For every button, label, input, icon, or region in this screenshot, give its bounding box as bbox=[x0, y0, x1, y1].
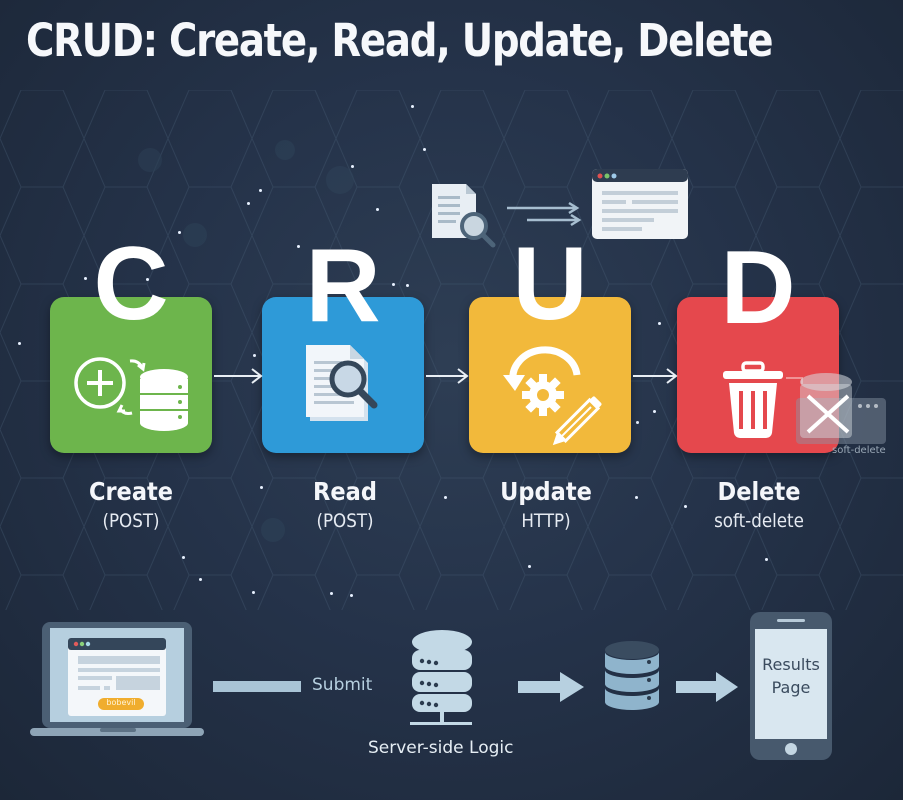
phone-results-label: Results Page bbox=[750, 653, 832, 699]
star-dot bbox=[260, 486, 263, 489]
server-icon bbox=[410, 630, 472, 725]
letter-u: U bbox=[512, 226, 588, 342]
letter-r: R bbox=[305, 228, 381, 344]
star-dot bbox=[411, 105, 414, 108]
document-search-icon bbox=[432, 184, 496, 248]
transfer-arrows-icon bbox=[507, 201, 582, 227]
submit-label: Submit bbox=[312, 675, 373, 695]
arrow-right-icon bbox=[214, 368, 263, 384]
star-dot bbox=[423, 148, 426, 151]
read-label: Read bbox=[313, 477, 377, 506]
database-x-icon bbox=[786, 373, 886, 444]
delete-label: Delete bbox=[717, 477, 801, 506]
star-dot bbox=[259, 189, 262, 192]
trash-icon bbox=[723, 361, 783, 439]
star-dot bbox=[392, 283, 395, 286]
star-dot bbox=[182, 556, 185, 559]
star-dot bbox=[406, 284, 409, 287]
phone-results-icon bbox=[750, 612, 832, 760]
star-dot bbox=[376, 208, 379, 211]
star-dot bbox=[297, 245, 300, 248]
update-tile bbox=[469, 297, 631, 453]
star-dot bbox=[658, 322, 661, 325]
server-side-logic-label: Server-side Logic bbox=[368, 738, 514, 758]
star-dot bbox=[330, 592, 333, 595]
letter-c: C bbox=[93, 226, 169, 342]
create-method: (POST) bbox=[102, 510, 160, 532]
soft-delete-badge-label: soft-delete bbox=[832, 445, 886, 456]
read-method: (POST) bbox=[316, 510, 374, 532]
star-dot bbox=[765, 558, 768, 561]
delete-method: soft-delete bbox=[714, 510, 804, 532]
star-dot bbox=[18, 342, 21, 345]
star-dot bbox=[653, 410, 656, 413]
page-title: CRUD: Create, Read, Update, Delete bbox=[26, 14, 773, 67]
letter-d: D bbox=[720, 230, 796, 346]
submit-flow-bar bbox=[213, 681, 301, 692]
arrow-right-icon bbox=[426, 368, 469, 384]
laptop-form-icon bbox=[30, 622, 204, 736]
create-tile bbox=[50, 297, 212, 453]
star-dot bbox=[199, 578, 202, 581]
arrow-right-icon bbox=[633, 368, 678, 384]
star-dot bbox=[636, 421, 639, 424]
star-dot bbox=[253, 354, 256, 357]
star-dot bbox=[351, 165, 354, 168]
star-dot bbox=[444, 496, 447, 499]
star-dot bbox=[635, 496, 638, 499]
laptop-button-label: bobevil bbox=[106, 698, 136, 707]
update-method: HTTP) bbox=[521, 510, 571, 532]
block-arrow-right-icon bbox=[518, 672, 584, 702]
browser-window-icon bbox=[592, 169, 688, 239]
star-dot bbox=[178, 231, 181, 234]
star-dot bbox=[252, 591, 255, 594]
phone-label-line2: Page bbox=[771, 678, 811, 697]
phone-label-line1: Results bbox=[762, 655, 820, 674]
gear-refresh-pencil-icon bbox=[503, 346, 602, 446]
star-dot bbox=[528, 565, 531, 568]
add-to-database-icon bbox=[74, 357, 188, 431]
update-label: Update bbox=[500, 477, 592, 506]
star-dot bbox=[350, 594, 353, 597]
block-arrow-right-icon bbox=[676, 672, 738, 702]
create-label: Create bbox=[88, 477, 174, 506]
star-dot bbox=[684, 505, 687, 508]
star-dot bbox=[84, 277, 87, 280]
document-search-icon bbox=[306, 345, 378, 421]
star-dot bbox=[146, 278, 149, 281]
database-icon bbox=[605, 641, 659, 710]
read-tile bbox=[262, 297, 424, 453]
star-dot bbox=[247, 202, 250, 205]
